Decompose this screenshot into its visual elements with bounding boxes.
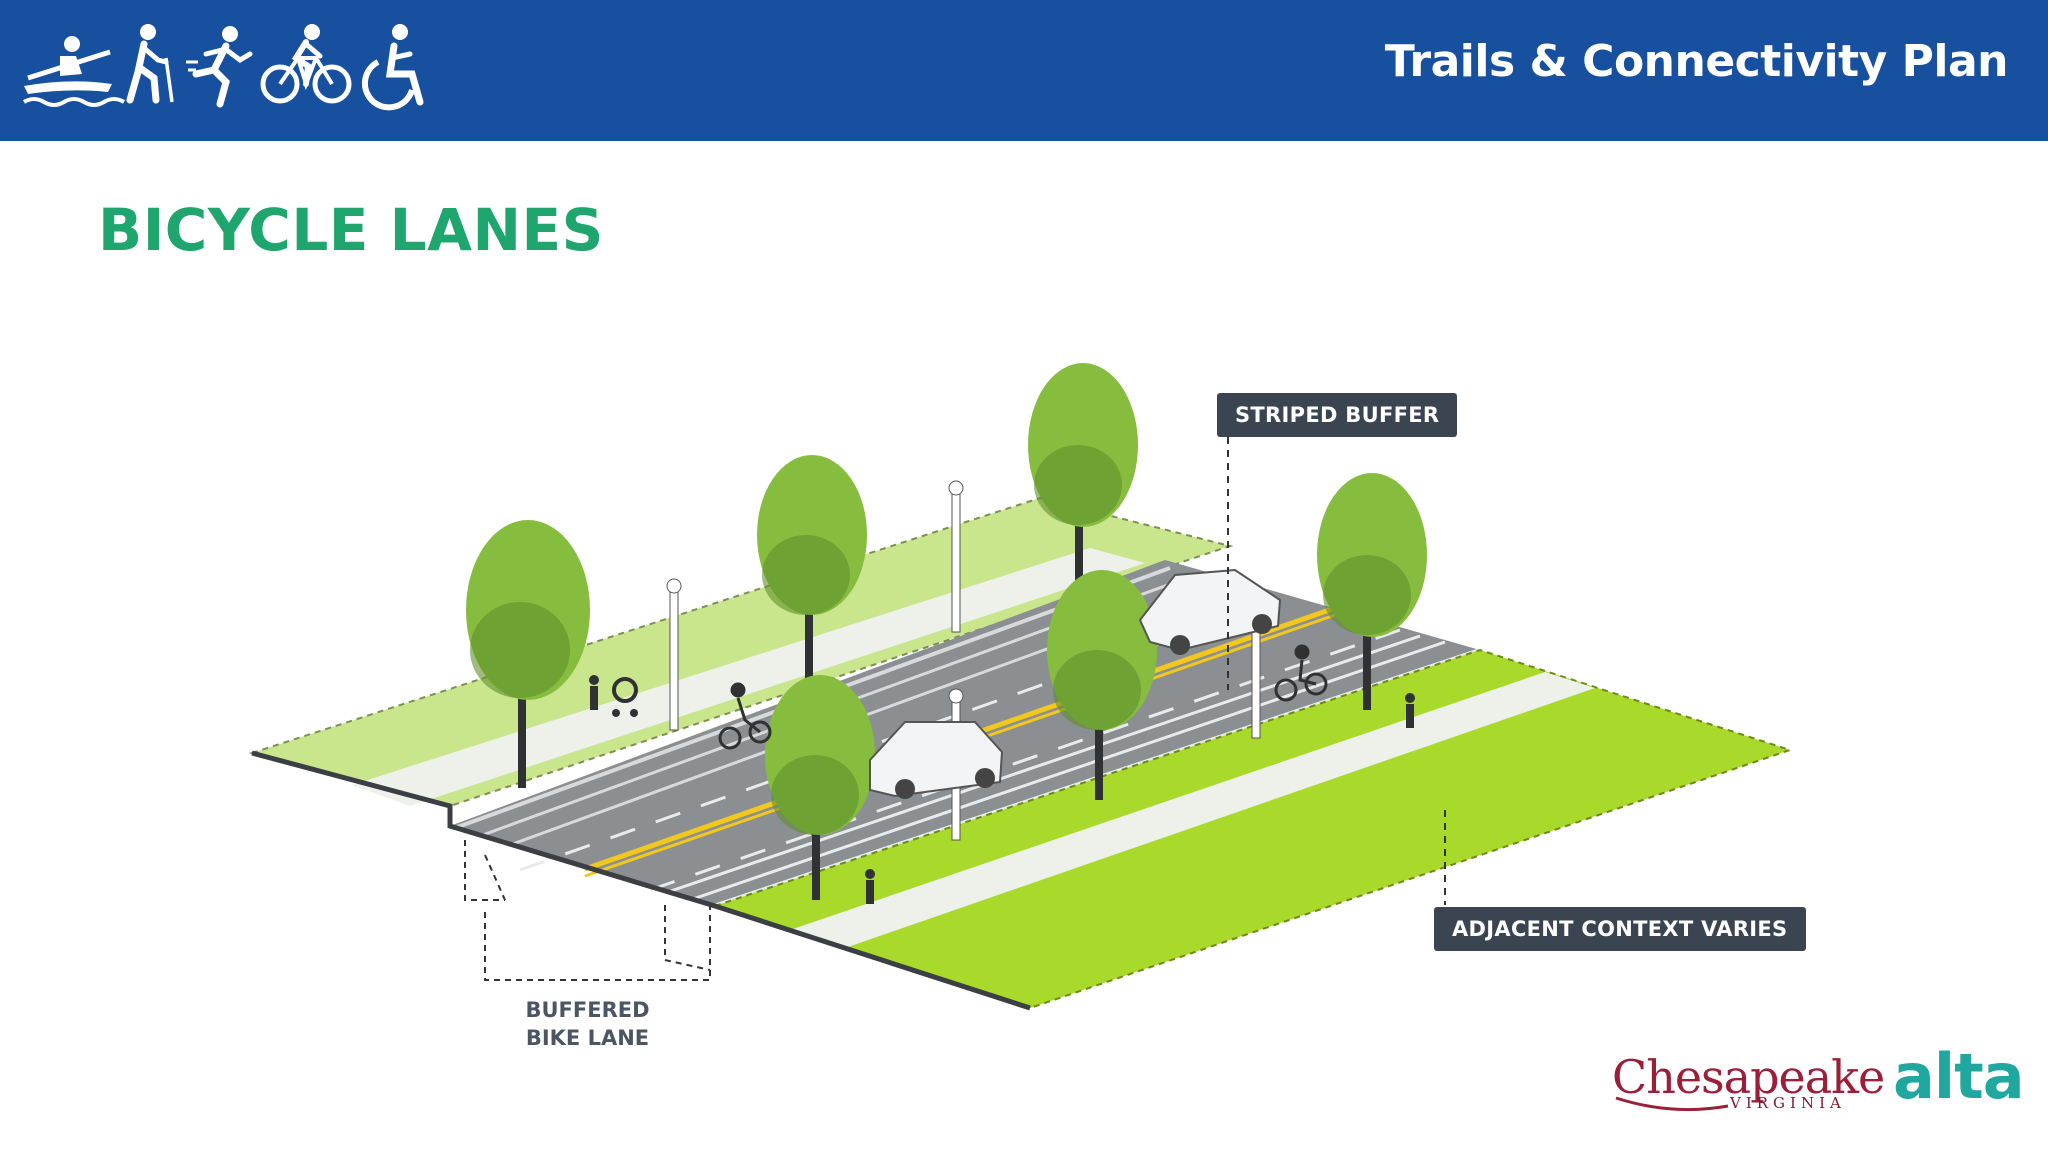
pedestrian <box>865 693 1415 904</box>
hiker-icon <box>126 24 174 104</box>
buffered-bike-lane-line2: BIKE LANE <box>525 1026 650 1050</box>
near-grass <box>711 648 1794 1010</box>
cyclist <box>718 682 772 750</box>
adjacent-context-callout: ADJACENT CONTEXT VARIES <box>1434 907 1806 951</box>
page-title: BICYCLE LANES <box>98 196 604 264</box>
tree <box>1047 570 1157 800</box>
chesapeake-logo-wordmark: Chesapeake <box>1612 1050 1885 1104</box>
buffered-bike-lane-line1: BUFFERED <box>525 998 650 1022</box>
tree <box>1317 473 1427 710</box>
far-sidewalk <box>352 548 1145 806</box>
car <box>1138 568 1282 655</box>
cyclist <box>1274 644 1328 702</box>
pedestrian-with-stroller <box>589 675 638 717</box>
header-title: Trails & Connectivity Plan <box>1384 36 2009 87</box>
tree <box>757 455 867 690</box>
car <box>869 721 1004 799</box>
wheelchair-icon <box>361 24 424 111</box>
buffered-bike-lane-label: BUFFERED BIKE LANE <box>500 996 675 1052</box>
street-illustration <box>248 363 1794 1011</box>
runner-icon <box>186 26 253 108</box>
tree <box>765 675 875 900</box>
cyclist-icon <box>260 24 352 104</box>
header-bar: Trails & Connectivity Plan <box>0 0 2048 141</box>
chesapeake-logo: Chesapeake VIRGINIA <box>1612 1050 1885 1120</box>
near-sidewalk <box>790 672 1595 948</box>
striped-buffer-callout: STRIPED BUFFER <box>1217 393 1458 437</box>
chesapeake-logo-subtitle: VIRGINIA <box>1730 1094 1846 1112</box>
activity-icons <box>22 24 424 111</box>
kayak-icon <box>22 36 126 107</box>
alta-logo: alta <box>1893 1040 2025 1113</box>
tree <box>466 520 590 788</box>
chesapeake-swoosh <box>1615 1096 1729 1112</box>
tree <box>1028 363 1138 600</box>
